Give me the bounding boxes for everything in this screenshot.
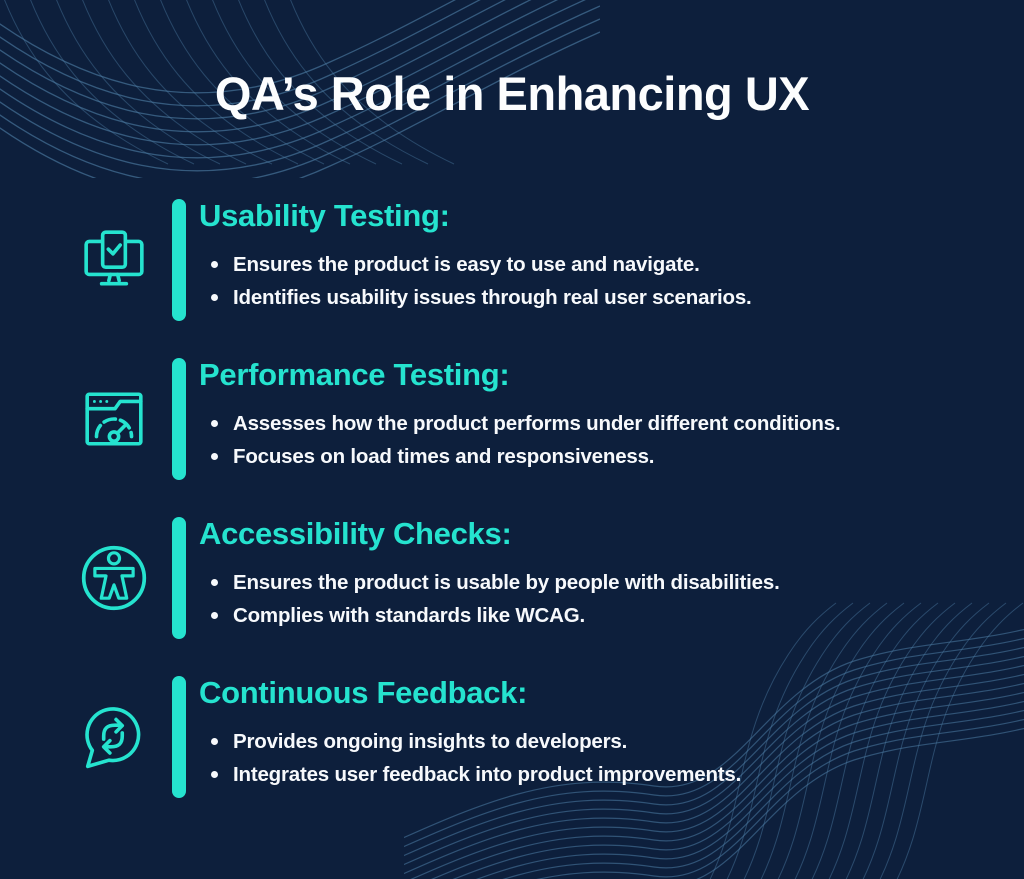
bullet-list: Ensures the product is easy to use and n… bbox=[199, 248, 752, 314]
bullet-item: Focuses on load times and responsiveness… bbox=[199, 440, 840, 473]
section-accessibility-checks: Accessibility Checks: Ensures the produc… bbox=[78, 517, 984, 639]
bullet-item: Assesses how the product performs under … bbox=[199, 407, 841, 440]
bullet-item: Integrates user feedback into product im… bbox=[199, 758, 741, 791]
monitor-checklist-icon bbox=[78, 199, 150, 321]
section-heading: Accessibility Checks: bbox=[199, 516, 512, 551]
accent-bar bbox=[172, 358, 186, 480]
accent-bar bbox=[172, 199, 186, 321]
page-title: QA’s Role in Enhancing UX bbox=[214, 67, 810, 120]
section-heading: Usability Testing: bbox=[199, 198, 450, 233]
bullet-item: Ensures the product is usable by people … bbox=[199, 566, 780, 599]
accent-bar bbox=[172, 676, 186, 798]
accent-bar bbox=[172, 517, 186, 639]
sections-list: Usability Testing: Ensures the product i… bbox=[0, 199, 1024, 798]
bullet-item: Provides ongoing insights to developers. bbox=[199, 725, 741, 758]
bullet-item: Ensures the product is easy to use and n… bbox=[199, 248, 752, 281]
bullet-item: Identifies usability issues through real… bbox=[199, 281, 752, 314]
bullet-list: Assesses how the product performs under … bbox=[199, 407, 841, 473]
feedback-sync-bubble-icon bbox=[78, 676, 150, 798]
accessibility-person-icon bbox=[78, 517, 150, 639]
section-usability-testing: Usability Testing: Ensures the product i… bbox=[78, 199, 984, 321]
section-continuous-feedback: Continuous Feedback: Provides ongoing in… bbox=[78, 676, 984, 798]
browser-speedometer-icon bbox=[78, 358, 150, 480]
section-heading: Performance Testing: bbox=[199, 357, 510, 392]
bullet-list: Ensures the product is usable by people … bbox=[199, 566, 780, 632]
bullet-item: Complies with standards like WCAG. bbox=[199, 599, 780, 632]
bullet-list: Provides ongoing insights to developers.… bbox=[199, 725, 741, 791]
section-performance-testing: Performance Testing: Assesses how the pr… bbox=[78, 358, 984, 480]
section-heading: Continuous Feedback: bbox=[199, 675, 528, 710]
